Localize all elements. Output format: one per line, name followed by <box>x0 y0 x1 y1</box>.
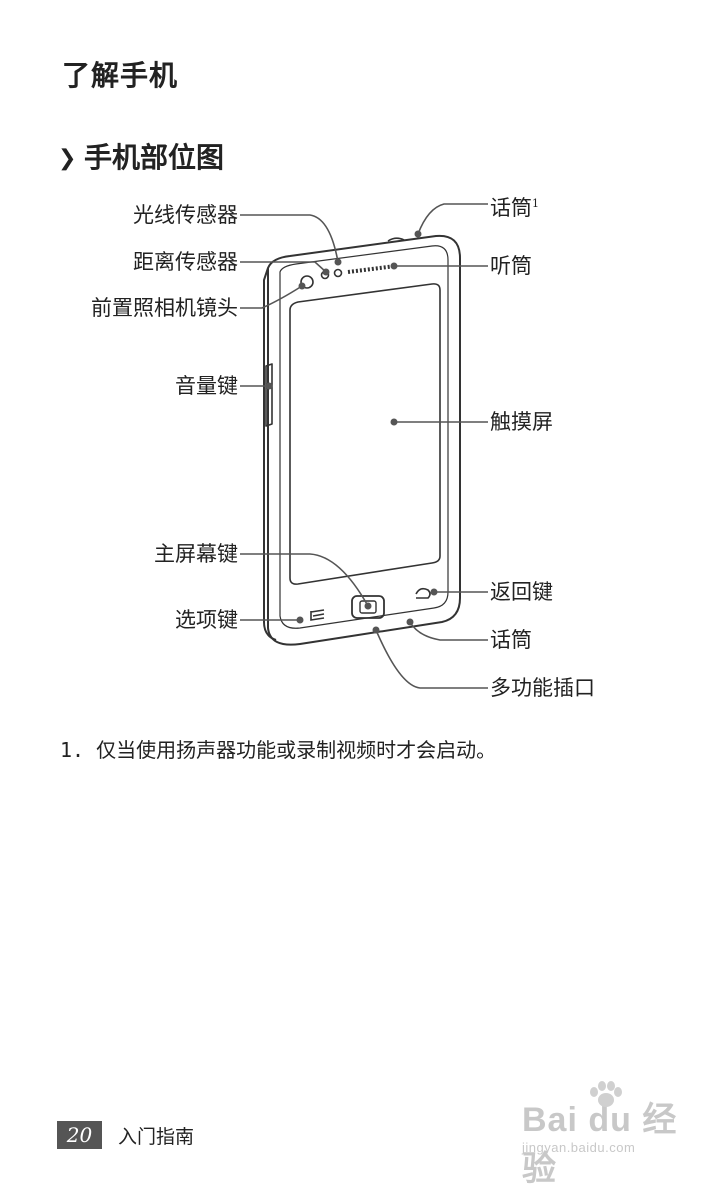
label-menu-key: 选项键 <box>175 608 238 632</box>
volume-key-shape <box>265 363 273 427</box>
label-volume-key: 音量键 <box>175 374 238 398</box>
footnote: 1. 仅当使用扬声器功能或录制视频时才会启动。 <box>60 734 496 763</box>
front-camera-shape <box>300 275 314 289</box>
page-number: 20 <box>57 1121 102 1149</box>
label-top-mic: 话筒1 <box>490 190 539 222</box>
phone-inner-bezel <box>279 245 449 629</box>
home-key-shape <box>351 595 385 619</box>
baidu-watermark-logo: Bai du 经验 jingyan.baidu.com <box>522 1081 682 1188</box>
chevron-right-icon: ❯ <box>58 146 77 171</box>
footnote-marker: 1 <box>532 197 539 210</box>
phone-side <box>263 267 277 641</box>
label-home-key: 主屏幕键 <box>154 542 238 566</box>
label-back-key: 返回键 <box>490 580 553 604</box>
footnote-number: 1. <box>60 738 85 762</box>
screen <box>289 283 441 585</box>
back-key-icon <box>415 587 431 599</box>
phone-body <box>267 234 461 646</box>
footnote-text: 仅当使用扬声器功能或录制视频时才会启动。 <box>96 738 497 762</box>
label-multi-jack: 多功能插口 <box>490 676 595 700</box>
section-title-text: 手机部位图 <box>84 141 225 174</box>
page-title: 了解手机 <box>62 59 179 92</box>
footer-section-title: 入门指南 <box>118 1126 195 1148</box>
phone-diagram <box>240 203 488 689</box>
label-light-sensor: 光线传感器 <box>133 203 238 227</box>
watermark-url: jingyan.baidu.com <box>522 1140 636 1155</box>
label-earpiece: 听筒 <box>490 254 532 278</box>
label-proximity-sensor: 距离传感器 <box>133 250 238 274</box>
top-slot <box>387 237 405 242</box>
watermark-brand: Bai du 经验 <box>522 1101 678 1188</box>
label-bottom-mic: 话筒 <box>490 628 532 652</box>
label-front-camera: 前置照相机镜头 <box>91 296 238 320</box>
menu-key-icon <box>310 609 325 621</box>
label-top-mic-text: 话筒 <box>490 196 532 220</box>
label-touchscreen: 触摸屏 <box>490 410 553 434</box>
earpiece-grille <box>347 264 397 274</box>
section-title: ❯ 手机部位图 <box>58 136 224 176</box>
paw-icon <box>590 1081 622 1107</box>
